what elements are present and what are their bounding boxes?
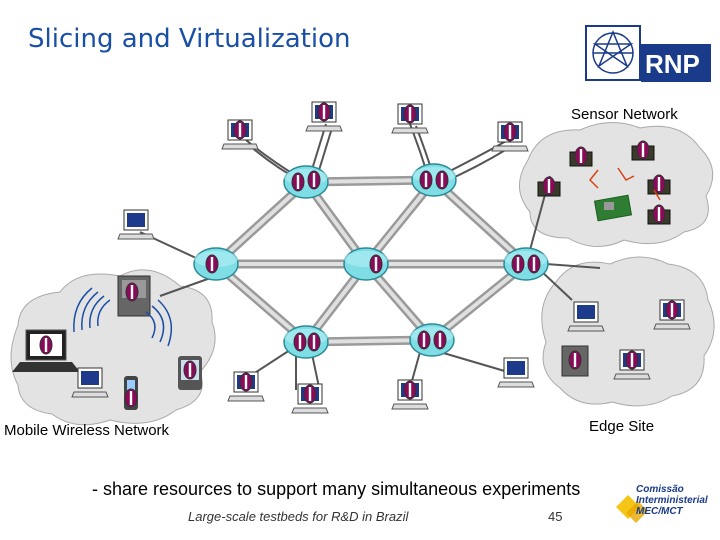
mobile-wireless-label: Mobile Wireless Network: [4, 422, 170, 439]
antenna-waves-icon: [73, 287, 173, 347]
footer-text: Large-scale testbeds for R&D in Brazil: [188, 509, 409, 524]
sensor-arrows: [588, 167, 661, 201]
ministry-logo: [612, 483, 718, 533]
tagline: - share resources to support many simult…: [92, 479, 581, 499]
computer-icon: [491, 121, 529, 152]
sensor-node-icon: [647, 204, 671, 225]
page-number: 45: [548, 509, 563, 524]
computer-icon: [391, 379, 429, 410]
rnp-logo-text: RNP: [645, 49, 700, 79]
computer-icon: [227, 371, 265, 402]
computer-icon: [291, 383, 329, 414]
ministry-line-1: Comissão: [636, 484, 684, 495]
computer-icon: [391, 103, 429, 134]
router-icon: [411, 163, 457, 197]
server-icon: [117, 275, 151, 317]
ministry-logo-text: Comissão Interministerial MEC/MCT: [636, 484, 708, 517]
slide-title: Slicing and Virtualization: [28, 24, 351, 54]
sensor-network-label: Sensor Network: [571, 106, 678, 123]
ministry-line-2: Interministerial: [636, 495, 708, 506]
laptop-icon: [12, 329, 80, 372]
ministry-line-3: MEC/MCT: [636, 506, 683, 517]
edge-site-label: Edge Site: [589, 418, 655, 435]
rnp-logo: RNP: [585, 22, 711, 82]
pda-icon: [178, 356, 202, 390]
computer-icon: [221, 119, 259, 150]
router-icon: [503, 247, 549, 281]
phone-icon: [124, 376, 138, 410]
sensor-gateway-board: [593, 194, 633, 222]
computer-icon: [117, 209, 155, 240]
server-icon: [561, 345, 589, 377]
sensor-node-icon: [537, 176, 561, 197]
computer-icon: [305, 101, 343, 132]
sensor-node-icon: [631, 140, 655, 161]
router-icon: [283, 165, 329, 199]
router-icon: [409, 323, 455, 357]
computer-icon: [497, 357, 535, 388]
sensor-node-icon: [569, 146, 593, 167]
